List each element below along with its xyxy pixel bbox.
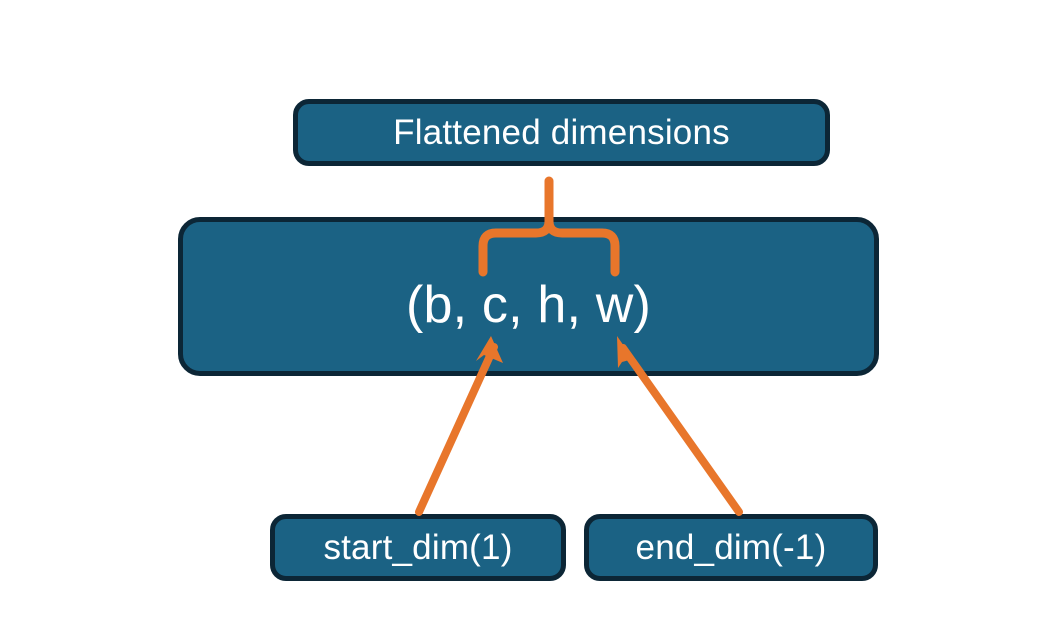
node-end-dim[interactable]: end_dim(-1) [584, 514, 878, 581]
node-tensor-shape-label: (b, c, h, w) [405, 275, 652, 334]
node-end-dim-label: end_dim(-1) [635, 527, 827, 567]
node-start-dim[interactable]: start_dim(1) [270, 514, 566, 581]
node-tensor-shape[interactable]: (b, c, h, w) [178, 217, 879, 376]
node-flattened-dimensions[interactable]: Flattened dimensions [293, 99, 830, 166]
node-flattened-dimensions-label: Flattened dimensions [393, 112, 730, 152]
node-start-dim-label: start_dim(1) [323, 527, 513, 567]
